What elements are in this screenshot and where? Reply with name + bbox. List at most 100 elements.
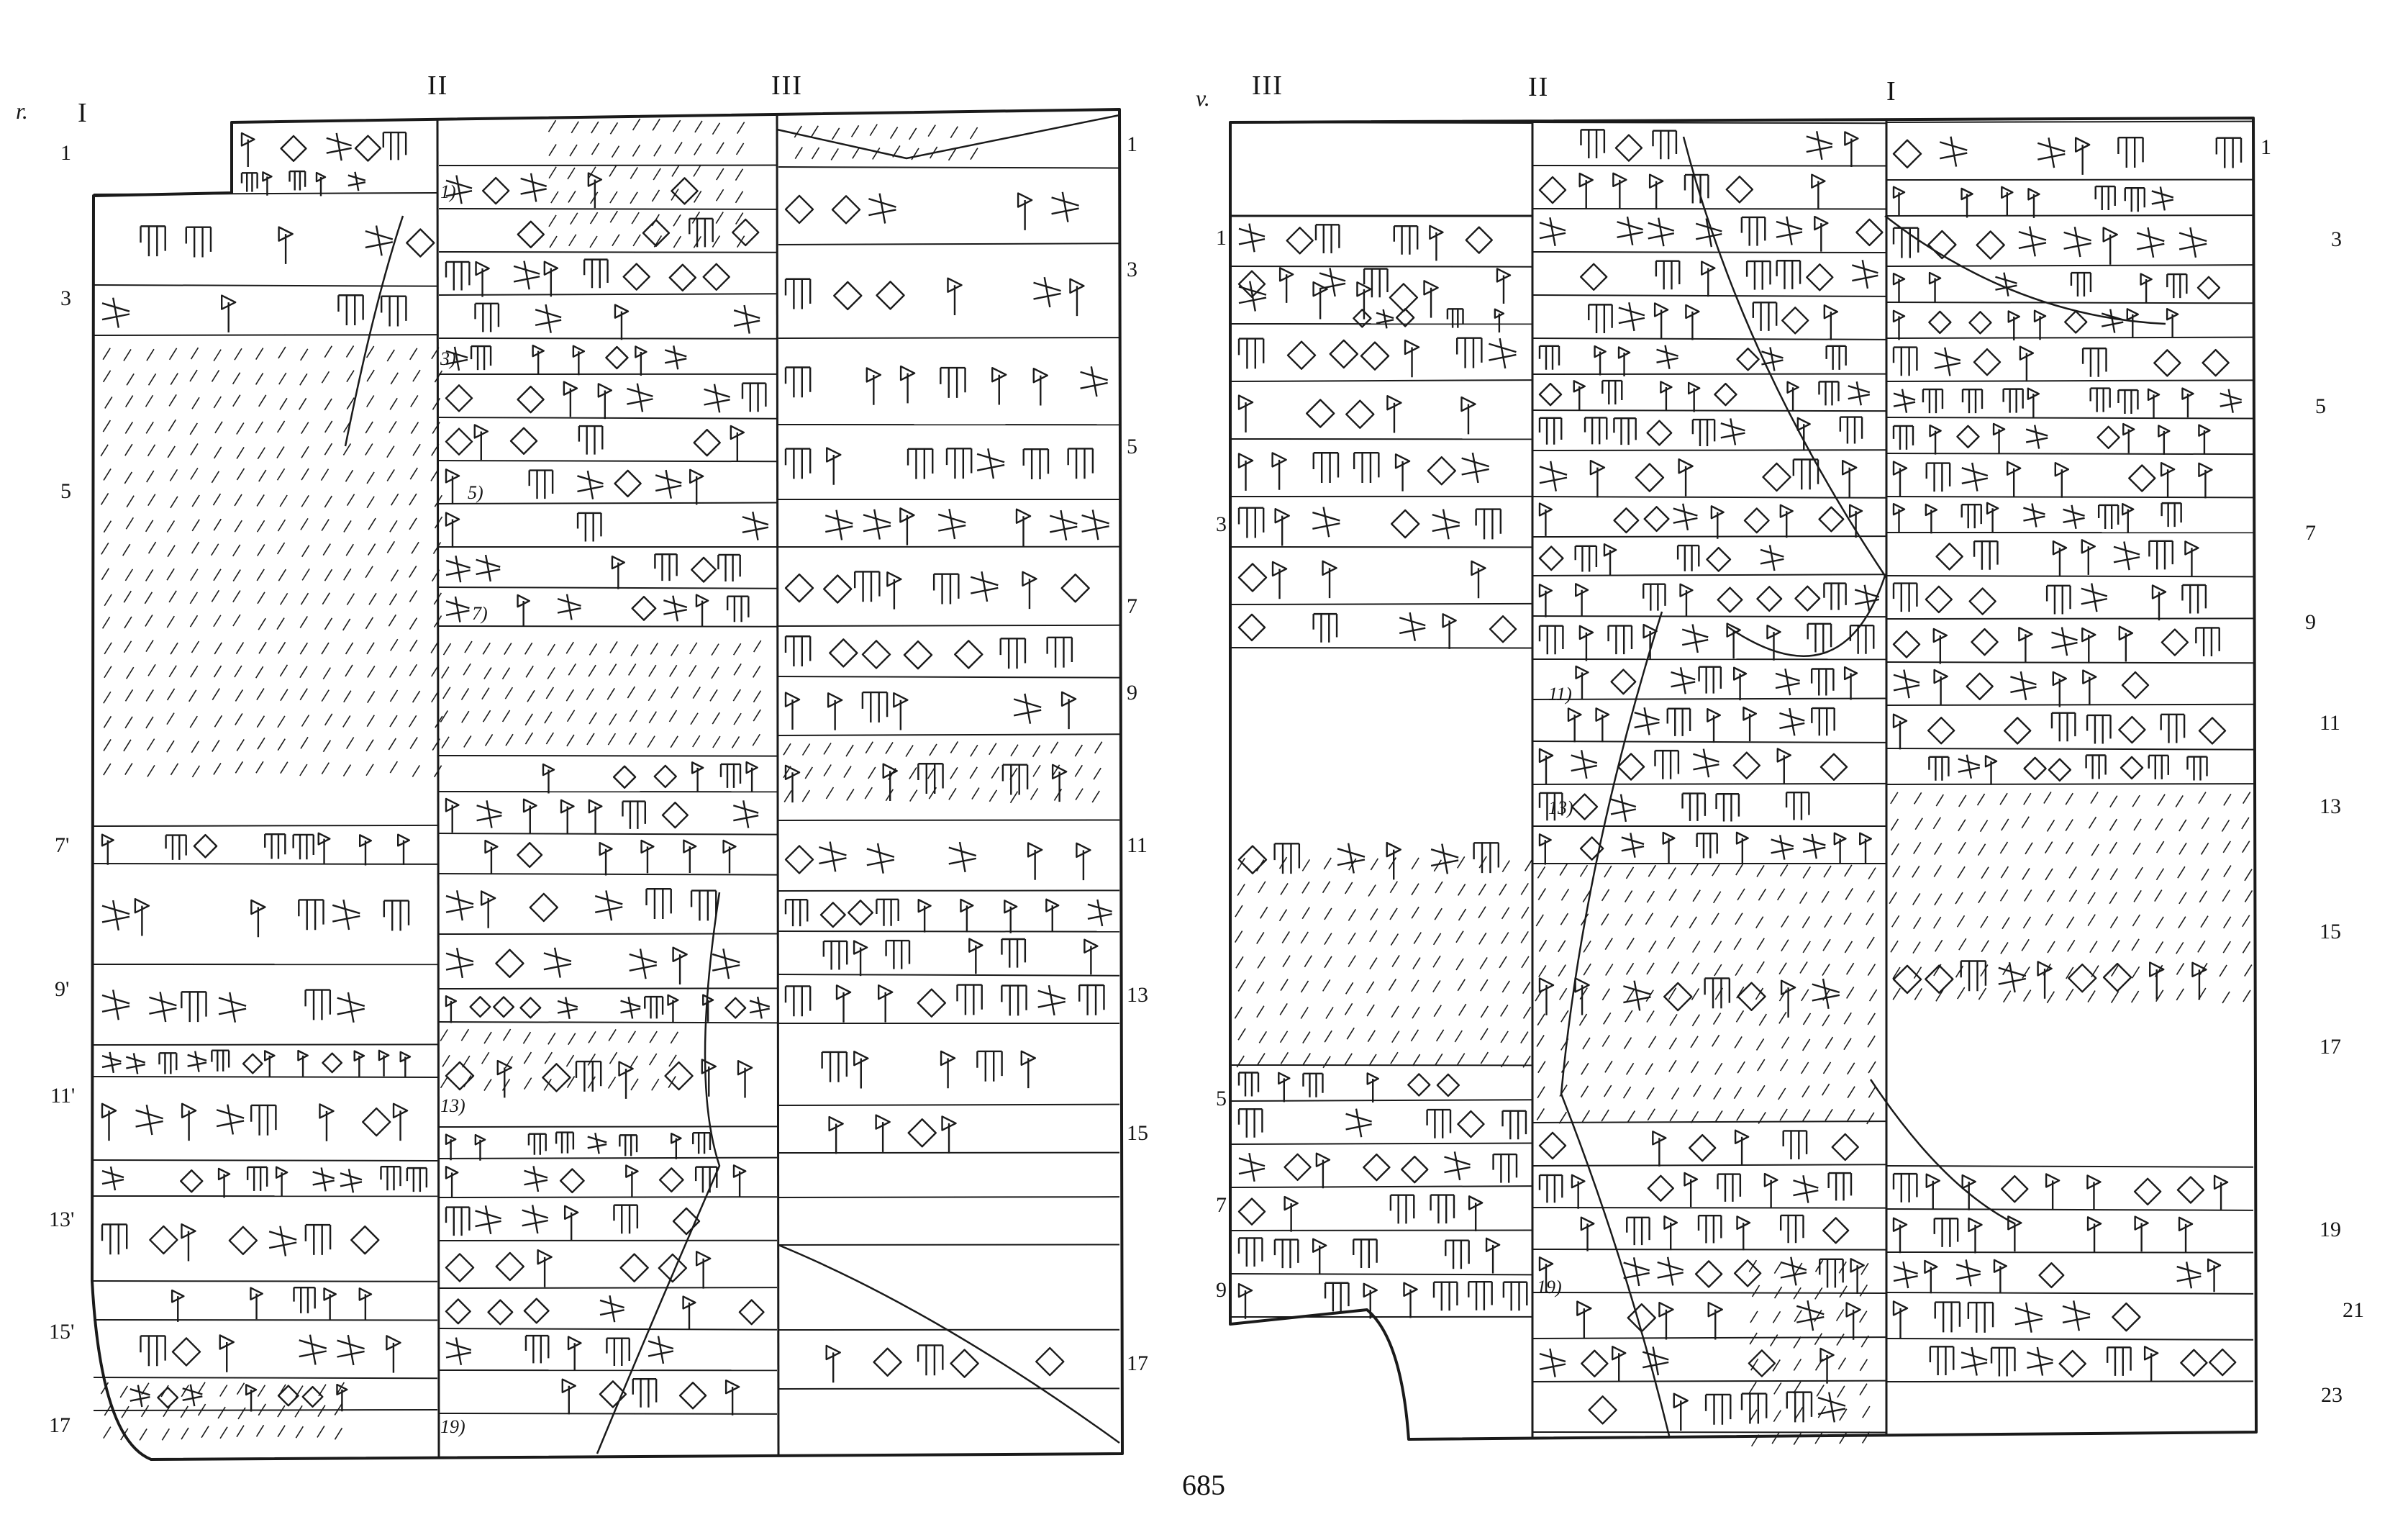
- cuneiform-wedge: [2027, 387, 2040, 418]
- damage-hatch: [1772, 1310, 1781, 1323]
- damage-hatch: [213, 615, 222, 628]
- cuneiform-wedge: [2195, 627, 2220, 657]
- damage-hatch: [301, 715, 310, 727]
- damage-hatch: [145, 716, 154, 729]
- cuneiform-wedge: [2058, 1349, 2086, 1378]
- damage-hatch: [345, 664, 353, 677]
- damage-hatch: [190, 443, 199, 456]
- damage-hatch: [1256, 932, 1265, 944]
- damage-hatch: [1734, 1036, 1743, 1049]
- cuneiform-wedge: [950, 1349, 979, 1378]
- cuneiform-wedge: [1823, 582, 1847, 610]
- damage-hatch: [1558, 964, 1566, 977]
- cuneiform-wedge: [2191, 961, 2207, 1000]
- cuneiform-wedge: [1766, 624, 1781, 661]
- cuneiform-wedge: [392, 1102, 409, 1141]
- damage-hatch: [2022, 916, 2032, 929]
- damage-hatch: [843, 766, 852, 778]
- damage-hatch: [2155, 941, 2164, 954]
- damage-hatch: [104, 594, 112, 607]
- cuneiform-wedge: [1444, 1151, 1471, 1181]
- damage-hatch: [1625, 962, 1635, 975]
- cuneiform-wedge: [1776, 748, 1791, 784]
- cuneiform-wedge: [523, 1298, 550, 1324]
- cuneiform-wedge: [2018, 226, 2047, 257]
- cuneiform-wedge: [245, 1384, 258, 1412]
- damage-hatch: [197, 1403, 206, 1416]
- damage-hatch: [868, 766, 876, 779]
- cuneiform-wedge: [1306, 399, 1335, 428]
- damage-hatch: [2024, 889, 2032, 902]
- cuneiform-wedge: [277, 1385, 299, 1407]
- damage-hatch: [1867, 1035, 1876, 1048]
- damage-hatch: [2021, 816, 2030, 829]
- cuneiform-wedge: [2086, 1216, 2102, 1252]
- cuneiform-wedge: [2147, 388, 2161, 419]
- damage-hatch: [1839, 1408, 1848, 1421]
- damage-hatch: [1891, 915, 1900, 928]
- damage-hatch: [1825, 1108, 1833, 1121]
- cuneiform-wedge: [1748, 1349, 1776, 1377]
- damage-hatch: [948, 148, 957, 161]
- cuneiform-wedge: [976, 1050, 1003, 1082]
- damage-hatch: [1605, 964, 1614, 976]
- damage-hatch: [256, 688, 265, 701]
- damage-hatch: [550, 191, 559, 204]
- crack-line: [1869, 1079, 2015, 1225]
- cuneiform-wedge: [1538, 625, 1564, 655]
- damage-hatch: [989, 743, 997, 756]
- cuneiform-wedge: [1995, 272, 2017, 296]
- cuneiform-wedge: [2160, 713, 2186, 743]
- damage-hatch: [1772, 1359, 1781, 1372]
- cuneiform-wedge: [1924, 1259, 1938, 1294]
- cuneiform-wedge: [1446, 308, 1464, 328]
- line-rule: [438, 1156, 778, 1159]
- cuneiform-wedge: [1968, 587, 1996, 615]
- cuneiform-wedge: [134, 897, 150, 936]
- reverse-col1-line-number-2: 3: [2331, 227, 2342, 251]
- damage-hatch: [1845, 987, 1855, 999]
- damage-hatch: [346, 370, 355, 383]
- damage-hatch: [1009, 791, 1019, 804]
- cuneiform-wedge: [907, 448, 934, 479]
- cuneiform-wedge: [1575, 665, 1589, 699]
- damage-hatch: [1892, 966, 1901, 979]
- damage-hatch: [124, 689, 134, 702]
- damage-hatch: [146, 738, 155, 751]
- damage-hatch: [256, 520, 265, 533]
- damage-hatch: [103, 691, 112, 704]
- damage-hatch: [211, 370, 220, 382]
- damage-hatch: [1280, 1051, 1289, 1064]
- damage-hatch: [1955, 892, 1963, 905]
- damage-hatch: [1074, 764, 1083, 777]
- cuneiform-wedge: [2151, 186, 2174, 211]
- cuneiform-wedge: [445, 427, 473, 456]
- damage-hatch: [386, 469, 395, 481]
- cuneiform-wedge: [618, 1061, 634, 1099]
- damage-hatch: [2155, 868, 2165, 881]
- cuneiform-wedge: [2143, 1346, 2159, 1382]
- cuneiform-wedge: [1785, 792, 1810, 820]
- cuneiform-wedge: [784, 573, 814, 603]
- damage-hatch: [232, 614, 241, 627]
- damage-hatch: [1344, 1053, 1353, 1066]
- damage-hatch: [483, 1031, 492, 1044]
- damage-hatch: [343, 690, 352, 703]
- damage-hatch: [390, 638, 399, 651]
- line-rule: [1886, 661, 2254, 664]
- cuneiform-wedge: [1892, 227, 1919, 258]
- line-rule: [1886, 214, 2254, 217]
- damage-hatch: [389, 397, 398, 410]
- damage-hatch: [191, 765, 201, 778]
- cuneiform-wedge: [2027, 1346, 2053, 1376]
- cuneiform-wedge: [1069, 278, 1085, 317]
- cuneiform-wedge: [2215, 137, 2243, 168]
- cuneiform-wedge: [1736, 348, 1760, 371]
- cuneiform-wedge: [1833, 832, 1847, 864]
- cuneiform-wedge: [1404, 339, 1420, 378]
- cuneiform-wedge: [1471, 560, 1486, 599]
- cuneiform-wedge: [2102, 227, 2118, 265]
- cuneiform-wedge: [362, 1107, 391, 1137]
- cuneiform-wedge: [1892, 502, 1906, 533]
- cuneiform-wedge: [1647, 1174, 1674, 1202]
